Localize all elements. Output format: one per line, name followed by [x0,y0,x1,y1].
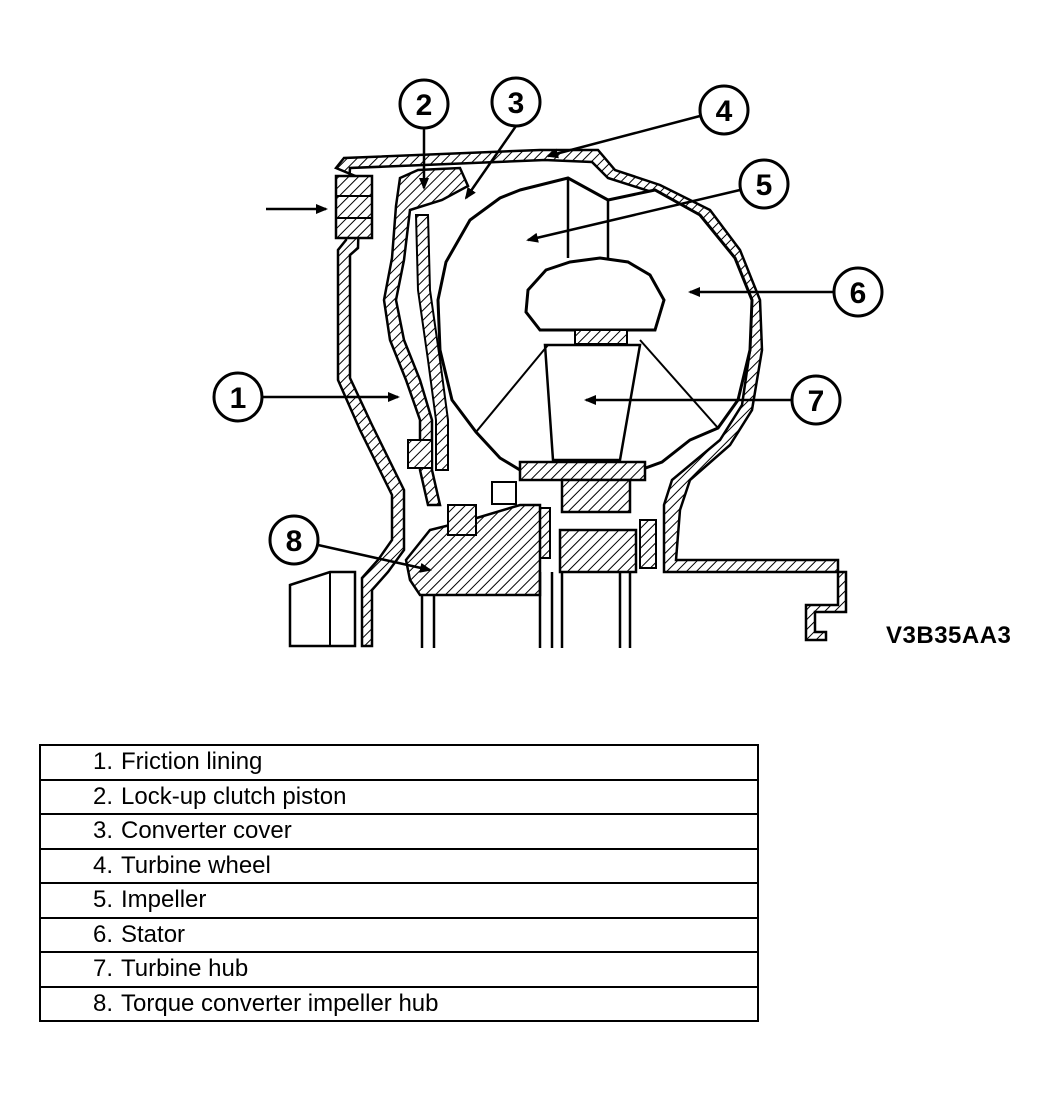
legend-number: 2. [92,782,113,810]
legend-cell: 2. Lock-up clutch piston [39,778,759,815]
svg-text:4: 4 [716,95,733,128]
legend-cell: 4. Turbine wheel [39,847,759,884]
legend-label: Lock-up clutch piston [121,782,347,810]
legend-row: 6. Stator [39,916,759,953]
legend-cell: 5. Impeller [39,882,759,919]
legend-label: Torque converter impeller hub [121,989,439,1017]
svg-text:2: 2 [416,89,433,122]
stator-ring [574,329,628,345]
legend-number: 1. [92,748,113,776]
legend-table: 1. Friction lining 2. Lock-up clutch piston… [39,744,759,1022]
svg-text:7: 7 [808,385,825,418]
legend-label: Turbine hub [121,955,249,983]
legend-label: Friction lining [121,748,263,776]
legend-number: 7. [92,955,113,983]
legend-row: 7. Turbine hub [39,951,759,988]
legend-number: 3. [92,817,113,845]
legend-row: 1. Friction lining [39,744,759,781]
svg-text:6: 6 [850,277,867,310]
hub-flange [518,460,647,482]
svg-text:5: 5 [756,169,773,202]
hub-block [560,478,632,514]
legend-row: 3. Converter cover [39,813,759,850]
callout-2: 2 [398,78,450,130]
callout-3: 3 [490,76,542,128]
friction-lining-strip [414,214,449,471]
stator-assembly [524,256,666,332]
legend-cell: 3. Converter cover [39,813,759,850]
legend-number: 6. [92,920,113,948]
legend-row: 5. Impeller [39,882,759,919]
legend-row: 4. Turbine wheel [39,847,759,884]
legend-cell: 1. Friction lining [39,744,759,781]
legend-label: Converter cover [121,817,292,845]
callout-5: 5 [738,158,790,210]
leader-lines [262,114,834,573]
legend-cell: 7. Turbine hub [39,951,759,988]
legend-row: 8. Torque converter impeller hub [39,985,759,1022]
svg-text:1: 1 [230,382,247,415]
torque-converter-diagram: 1 2 3 4 5 6 7 8 [212,76,884,648]
legend-cell: 6. Stator [39,916,759,953]
legend-row: 2. Lock-up clutch piston [39,778,759,815]
callout-7: 7 [790,374,842,426]
impeller-hub-body [404,503,542,597]
legend-number: 5. [92,886,113,914]
bearing-block [558,528,638,574]
legend-label: Impeller [121,886,207,914]
callout-8: 8 [268,514,320,566]
svg-text:8: 8 [286,525,303,558]
outer-housing [333,148,848,648]
svg-text:3: 3 [508,87,525,120]
legend-cell: 8. Torque converter impeller hub [39,985,759,1022]
legend-label: Turbine wheel [121,851,271,879]
legend-number: 4. [92,851,113,879]
legend-number: 8. [92,989,113,1017]
callout-6: 6 [832,266,884,318]
legend-label: Stator [121,920,186,948]
figure-code: V3B35AA3 [886,622,1012,649]
callout-4: 4 [698,84,750,136]
input-ring-block [334,174,374,240]
callout-1: 1 [212,371,264,423]
mounting-bracket [288,570,357,648]
